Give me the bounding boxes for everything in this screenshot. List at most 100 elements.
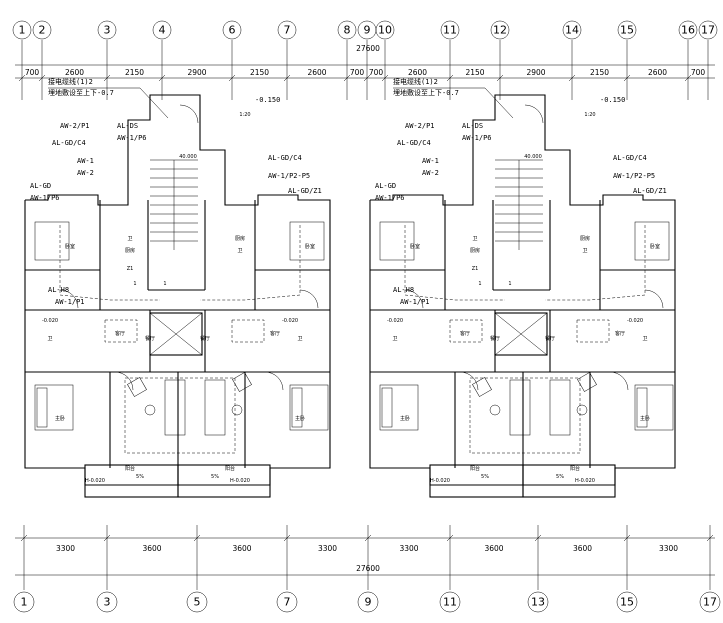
room-label: 卫	[642, 336, 647, 342]
axis-bubble	[152, 20, 172, 40]
dim-tick	[534, 534, 542, 542]
bed	[34, 221, 70, 261]
door-arc	[404, 289, 424, 309]
room-label: 卫	[297, 336, 302, 342]
room-label: 卧室	[305, 243, 315, 250]
circuit-line	[545, 225, 646, 301]
coffee-table	[489, 404, 501, 416]
top-dim-value: 2150	[590, 68, 609, 77]
circuit-label: AW-1/P2-P5	[268, 172, 310, 180]
coffee-table	[231, 404, 243, 416]
circuit-label: AL-H8	[48, 286, 69, 294]
room-label: 主卧	[55, 415, 65, 422]
bed	[379, 384, 419, 431]
axis-bubble	[276, 591, 298, 613]
axis-bubble	[222, 20, 242, 40]
axis-bubble	[527, 591, 549, 613]
room-label: 阳台	[470, 465, 480, 472]
drawing-value: 40.000	[524, 154, 542, 160]
dim-tick	[103, 74, 111, 82]
stair-scale: 1:20	[584, 112, 595, 118]
room-label: 厨房	[580, 235, 590, 242]
circuit-label: AW-2	[77, 169, 94, 177]
room-label: 主卧	[295, 415, 305, 422]
drawing-value: 1	[508, 281, 511, 287]
door-arc	[299, 289, 319, 309]
pillow	[381, 387, 393, 428]
room-label: 客厅	[460, 330, 470, 337]
top-dim-value: 2600	[307, 68, 326, 77]
room-label: 卫	[582, 248, 587, 254]
bed	[634, 221, 670, 261]
axis-label: 17	[701, 24, 715, 37]
room-label: 客厅	[615, 330, 625, 337]
drawing-value: Z1	[127, 266, 134, 272]
axis-bubble	[97, 20, 117, 40]
axis-bubble	[698, 20, 718, 40]
room-label: 卫	[47, 336, 52, 342]
dim-tick	[364, 534, 372, 542]
room-label: 餐厅	[545, 335, 555, 342]
dining-table	[576, 319, 610, 343]
door-arc	[114, 371, 134, 391]
dim-tick	[381, 74, 389, 82]
axis-bubble	[678, 20, 698, 40]
room-label: 卫	[472, 236, 477, 242]
living-zone-outline	[469, 377, 581, 454]
dim-tick	[283, 74, 291, 82]
circuit-line	[404, 225, 505, 301]
drawing-value: 5%	[556, 474, 564, 480]
circuit-label: AW-2/P1	[60, 122, 90, 130]
bottom-dim-value: 3600	[142, 544, 161, 553]
bed	[379, 221, 415, 261]
dim-tick	[684, 74, 692, 82]
circuit-label: AL-GD	[375, 182, 396, 190]
coffee-table	[576, 404, 588, 416]
top-dim-value: 2600	[648, 68, 667, 77]
pillow	[36, 387, 48, 428]
elevator-shaft	[494, 312, 548, 356]
axis-bubble	[277, 20, 297, 40]
dim-tick	[496, 74, 504, 82]
elevator-cross	[494, 312, 548, 356]
armchair	[577, 372, 597, 392]
drawing-value: 5%	[136, 474, 144, 480]
dim-tick	[446, 74, 454, 82]
axis-label: 9	[364, 24, 371, 37]
bed	[289, 384, 329, 431]
balcony-level: H-0.020	[85, 478, 105, 484]
axis-bubble	[12, 20, 32, 40]
axis-label: 11	[443, 24, 457, 37]
armchair	[127, 377, 147, 397]
top-dim-value: 2150	[125, 68, 144, 77]
axis-bubble	[186, 591, 208, 613]
circuit-label: AL-GD/Z1	[633, 187, 667, 195]
circuit-label: AW-1	[77, 157, 94, 165]
drawing-value: 1	[478, 281, 481, 287]
top-dim-value: 2900	[526, 68, 545, 77]
circuit-label: AL-GD/C4	[613, 154, 647, 162]
door-arc	[459, 371, 479, 391]
coffee-table	[144, 404, 156, 416]
top-dim-value: 2600	[408, 68, 427, 77]
drawing-value: Z1	[472, 266, 479, 272]
balcony-right	[522, 464, 616, 498]
axis-label: 3	[104, 24, 111, 37]
top-dim-value: 2150	[465, 68, 484, 77]
axis-label: 12	[493, 24, 507, 37]
axis-label: 14	[565, 24, 579, 37]
dim-tick	[568, 74, 576, 82]
axis-label: 10	[378, 24, 392, 37]
circuit-label: AW-1/P6	[117, 134, 147, 142]
top-dim-value: 2900	[187, 68, 206, 77]
bottom-dim-value: 3300	[56, 544, 75, 553]
top-dim-value: 2600	[65, 68, 84, 77]
axis-bubble	[439, 591, 461, 613]
feeder-note: 埋地敷设至上下-0.7	[393, 88, 459, 97]
